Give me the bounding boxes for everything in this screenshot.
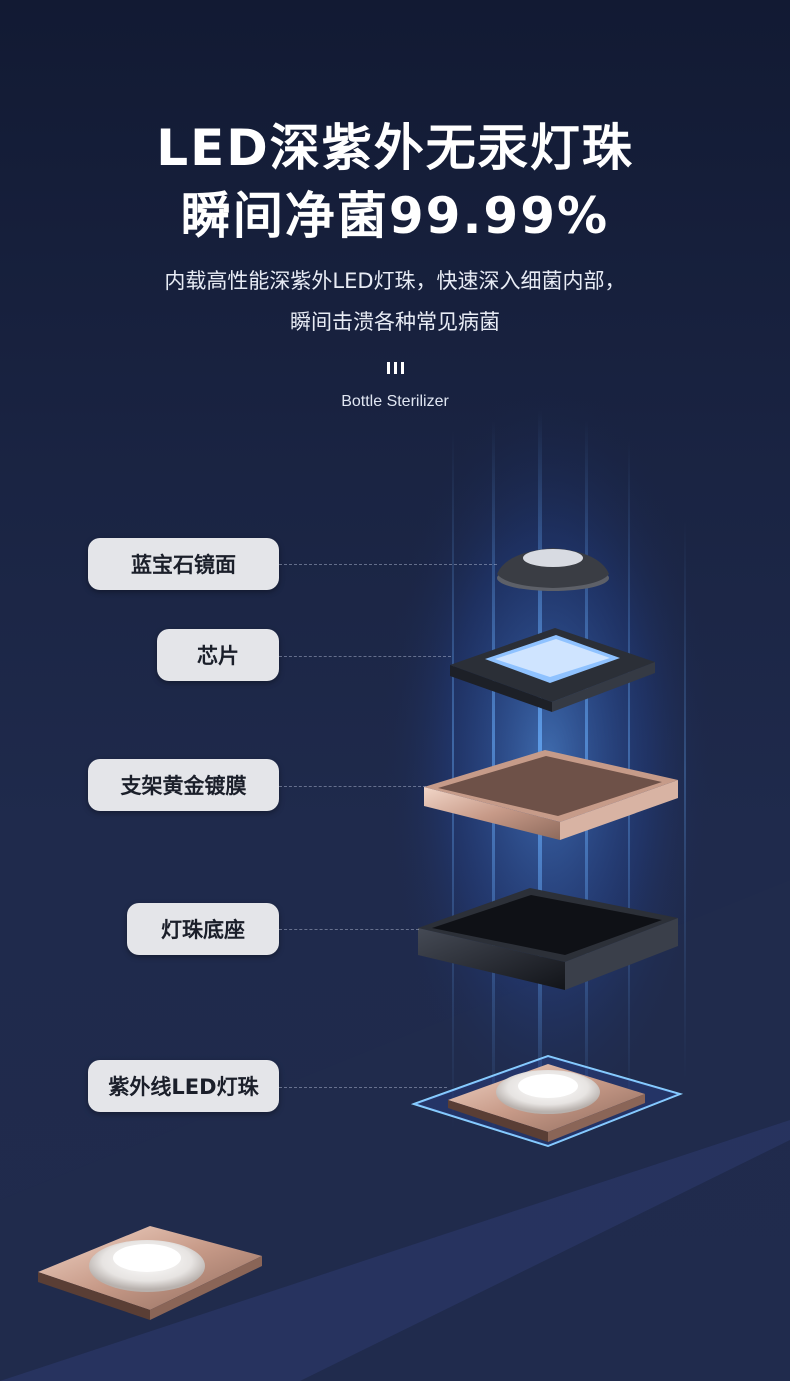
leader-line (279, 929, 419, 930)
decorative-led (38, 1226, 262, 1320)
label-base: 灯珠底座 (127, 903, 279, 955)
assembled-uv-led (410, 1054, 684, 1148)
led-base (418, 888, 678, 990)
description-line2: 瞬间击溃各种常见病菌 (290, 310, 500, 334)
leader-line (279, 786, 426, 787)
label-bracket: 支架黄金镀膜 (88, 759, 279, 811)
leader-line (279, 1087, 447, 1088)
sapphire-lens (497, 548, 609, 591)
leader-line (279, 564, 497, 565)
table-edge (0, 1120, 790, 1381)
page-title-line2: 瞬间净菌99.99% (180, 187, 610, 245)
page-title-line1: LED深紫外无汞灯珠 (156, 119, 634, 177)
light-beam (684, 520, 686, 1080)
description-line1: 内载高性能深紫外LED灯珠，快速深入细菌内部， (164, 269, 626, 293)
brand-subtitle: Bottle Sterilizer (341, 393, 449, 410)
label-chip: 芯片 (157, 629, 279, 681)
label-sapphire: 蓝宝石镜面 (88, 538, 279, 590)
label-uv-led: 紫外线LED灯珠 (88, 1060, 279, 1112)
gold-bracket (424, 750, 678, 840)
divider-bars-icon (387, 362, 405, 374)
leader-line (279, 656, 451, 657)
chip (450, 628, 655, 712)
